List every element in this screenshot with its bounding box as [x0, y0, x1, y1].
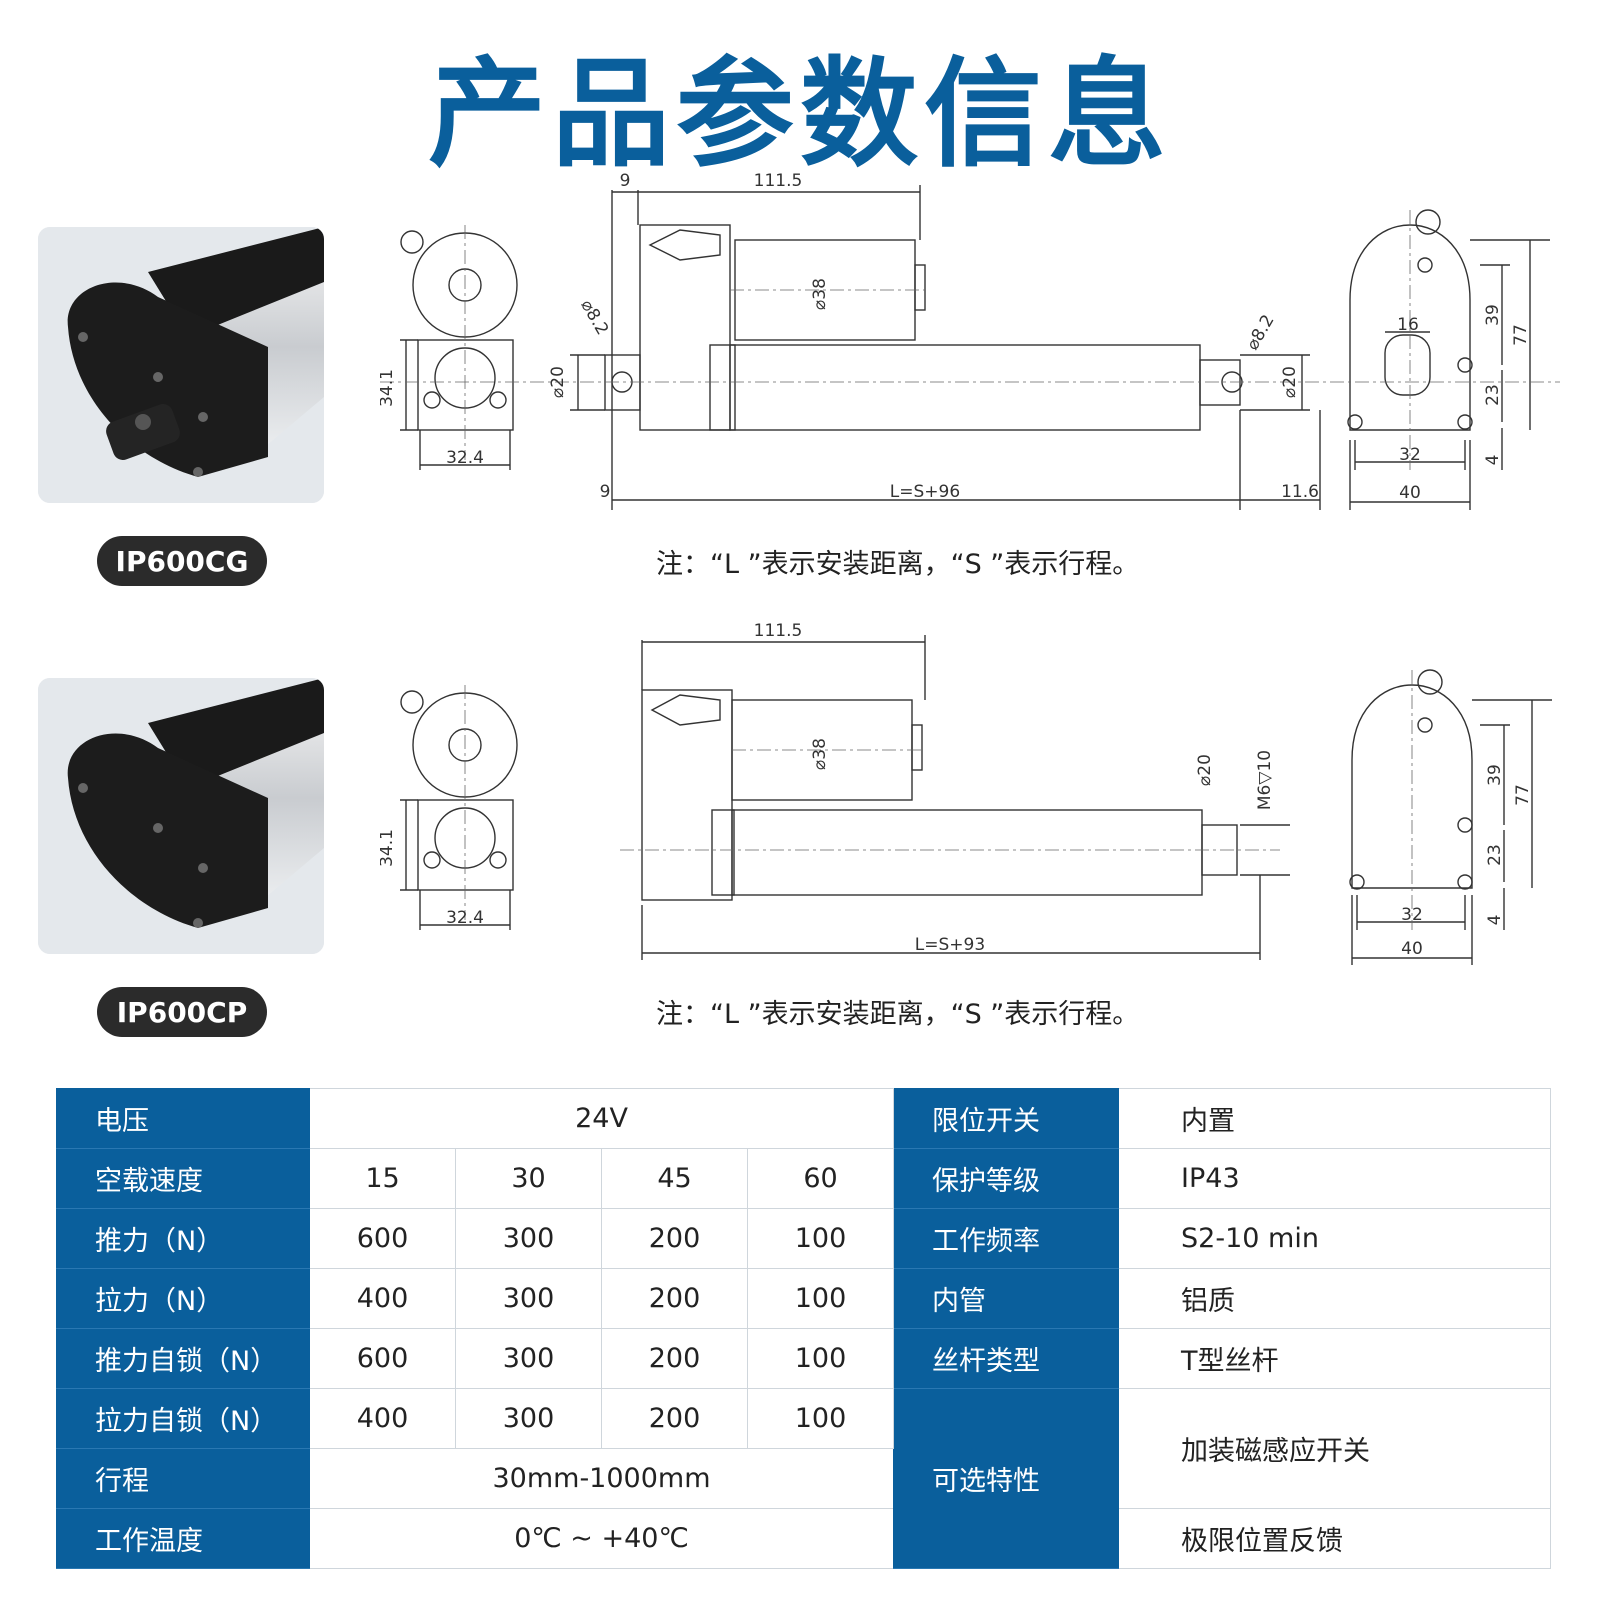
- value-stroke: 30mm-1000mm: [308, 1448, 895, 1509]
- value-pull: 300: [455, 1268, 602, 1329]
- value-pull-lock: 400: [309, 1388, 456, 1449]
- value-push-lock: 200: [601, 1328, 748, 1389]
- value-speed: 15: [309, 1148, 456, 1209]
- dim-dia-8-2-right: ⌀8.2: [1243, 311, 1279, 353]
- dim-77: 77: [1513, 784, 1533, 806]
- dim-34-1: 34.1: [380, 829, 397, 867]
- dim-23: 23: [1485, 844, 1505, 866]
- label-duty: 工作频率: [893, 1208, 1120, 1269]
- dim-39: 39: [1485, 764, 1505, 786]
- value-limit-switch: 内置: [1118, 1088, 1552, 1149]
- table-row: 拉力（N） 400 300 200 100 内管 铝质: [56, 1268, 1552, 1329]
- value-push-lock: 300: [455, 1328, 602, 1389]
- value-push: 100: [746, 1208, 895, 1269]
- dim-4: 4: [1483, 455, 1503, 466]
- value-push: 600: [309, 1208, 456, 1269]
- value-push-lock: 600: [309, 1328, 456, 1389]
- value-voltage: 24V: [308, 1088, 895, 1149]
- value-push: 200: [601, 1208, 748, 1269]
- label-inner-tube: 内管: [893, 1268, 1120, 1329]
- value-speed: 60: [746, 1148, 895, 1209]
- table-row: 拉力自锁（N） 400 300 200 100 可选特性 加装磁感应开关: [56, 1388, 1552, 1569]
- dim-dia-20: ⌀20: [1195, 754, 1215, 786]
- dim-dia-38: ⌀38: [810, 278, 830, 310]
- table-row: 推力（N） 600 300 200 100 工作频率 S2-10 min: [56, 1208, 1552, 1269]
- page-title: 产品参数信息: [427, 45, 1172, 183]
- dim-40: 40: [1401, 939, 1423, 959]
- dim-11-6: 11.6: [1281, 482, 1319, 502]
- value-duty: S2-10 min: [1118, 1208, 1552, 1269]
- table-row: 工作温度 0℃ ~ +40℃ 极限位置反馈: [56, 1508, 1552, 1569]
- model-label-ip600cg: IP600CG: [97, 536, 267, 586]
- label-pull-lock: 拉力自锁（N）: [56, 1388, 310, 1449]
- dim-32: 32: [1401, 905, 1423, 925]
- value-screw-type: T型丝杆: [1118, 1328, 1552, 1389]
- dim-4: 4: [1485, 915, 1505, 926]
- dim-34-1: 34.1: [380, 369, 397, 407]
- table-row: 行程 30mm-1000mm: [56, 1448, 1551, 1509]
- dim-dia-8-2-left: ⌀8.2: [576, 296, 612, 338]
- dim-32-4: 32.4: [446, 908, 484, 928]
- note-ip600cg: 注：“L ”表示安装距离，“S ”表示行程。: [656, 549, 1140, 580]
- value-pull-lock: 300: [455, 1388, 602, 1449]
- dim-dia-38: ⌀38: [810, 738, 830, 770]
- note-ip600cp: 注：“L ”表示安装距离，“S ”表示行程。: [656, 999, 1140, 1030]
- label-stroke: 行程: [56, 1448, 310, 1509]
- dim-32: 32: [1399, 445, 1421, 465]
- product-photo-ip600cp: [38, 678, 324, 954]
- label-push-lock: 推力自锁（N）: [56, 1328, 310, 1389]
- dim-77: 77: [1511, 324, 1531, 346]
- dim-length: L=S+96: [890, 482, 960, 502]
- technical-drawing-ip600cp: 111.5 L=S+93 32.4 34.1 ⌀38 ⌀20 M6▽10 39 …: [380, 621, 1552, 965]
- value-protection: IP43: [1118, 1148, 1552, 1209]
- dim-dia-20-right: ⌀20: [1280, 366, 1300, 398]
- dim-39: 39: [1483, 304, 1503, 326]
- value-pull-lock: 200: [601, 1388, 748, 1449]
- label-push: 推力（N）: [56, 1208, 310, 1269]
- table-row: 电压 24V 限位开关 内置: [56, 1088, 1552, 1149]
- product-photo-ip600cg: [38, 227, 324, 503]
- label-voltage: 电压: [56, 1088, 310, 1149]
- dim-32-4: 32.4: [446, 448, 484, 468]
- value-pull-lock: 100: [746, 1388, 895, 1449]
- value-speed: 45: [601, 1148, 748, 1209]
- label-temp: 工作温度: [56, 1508, 310, 1569]
- dim-40: 40: [1399, 483, 1421, 503]
- dim-23: 23: [1483, 384, 1503, 406]
- value-pull: 100: [746, 1268, 895, 1329]
- value-optional-1: 加装磁感应开关: [1118, 1388, 1552, 1509]
- value-optional-2: 极限位置反馈: [1118, 1508, 1552, 1569]
- dim-16: 16: [1397, 315, 1419, 335]
- label-screw-type: 丝杆类型: [893, 1328, 1120, 1389]
- dim-111-5: 111.5: [754, 171, 803, 191]
- dim-m6: M6▽10: [1255, 750, 1275, 810]
- label-speed: 空载速度: [56, 1148, 310, 1209]
- value-push-lock: 100: [746, 1328, 895, 1389]
- table-row: 空载速度 15 30 45 60 保护等级 IP43: [56, 1148, 1552, 1209]
- dim-dia-20-left: ⌀20: [548, 366, 568, 398]
- model-label-ip600cp: IP600CP: [97, 987, 267, 1037]
- table-row: 推力自锁（N） 600 300 200 100 丝杆类型 T型丝杆: [56, 1328, 1552, 1389]
- value-inner-tube: 铝质: [1118, 1268, 1552, 1329]
- value-speed: 30: [455, 1148, 602, 1209]
- value-temp: 0℃ ~ +40℃: [308, 1508, 895, 1569]
- value-pull: 200: [601, 1268, 748, 1329]
- value-push: 300: [455, 1208, 602, 1269]
- dim-111-5: 111.5: [754, 621, 803, 641]
- spec-table: 电压 24V 限位开关 内置 空载速度 15 30 45 60 保护等级 IP4…: [56, 1088, 1552, 1569]
- label-optional: 可选特性: [893, 1388, 1120, 1569]
- dim-9-bottom: 9: [600, 482, 611, 502]
- label-pull: 拉力（N）: [56, 1268, 310, 1329]
- value-pull: 400: [309, 1268, 456, 1329]
- label-limit-switch: 限位开关: [893, 1088, 1120, 1149]
- dim-9-top: 9: [620, 171, 631, 191]
- technical-drawing-ip600cg: 9 111.5 9 11.6 L=S+96 32.4 34.1 ⌀38 ⌀8.2…: [380, 171, 1560, 510]
- label-protection: 保护等级: [893, 1148, 1120, 1209]
- dim-length: L=S+93: [915, 935, 985, 955]
